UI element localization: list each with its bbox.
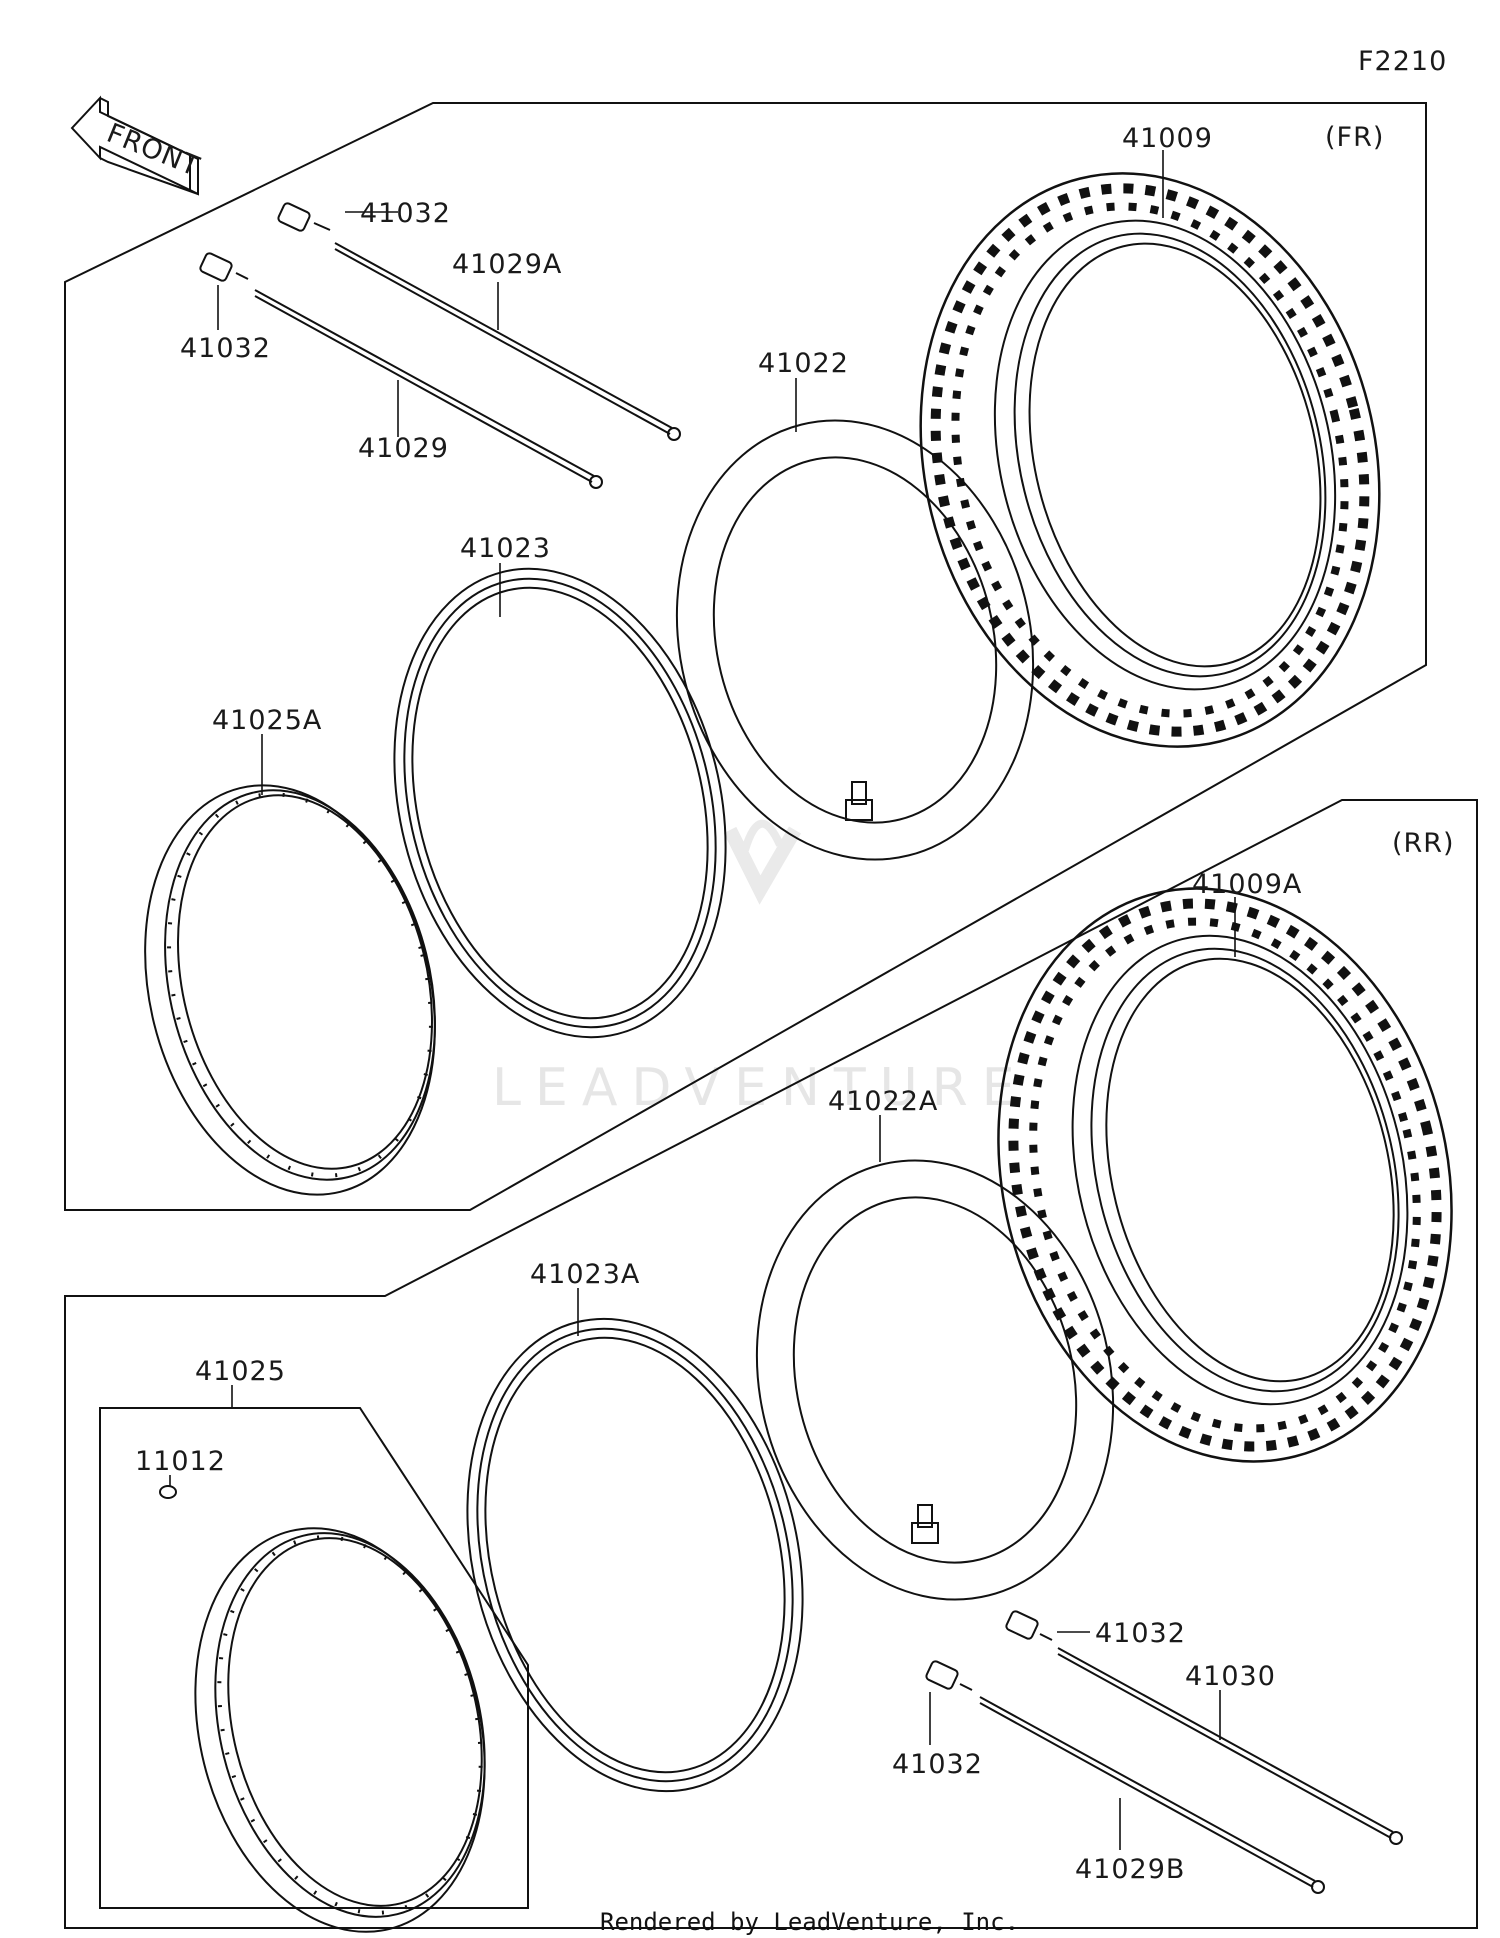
- front-spoke: [254, 289, 603, 489]
- watermark-text: LEADVENTURE: [492, 1058, 1029, 1118]
- front-section-tag: (FR): [1325, 122, 1384, 153]
- rear-tire: [997, 887, 1453, 1463]
- rear-nipple-bottom-number: 41032: [892, 1749, 983, 1780]
- rear-rim-plug-number: 11012: [135, 1446, 226, 1477]
- rear-rim-band: [466, 1317, 804, 1793]
- rear-section-tag: (RR): [1392, 828, 1455, 859]
- rear-nipple-bottom: [925, 1660, 973, 1691]
- front-leader-lines: [217, 150, 1164, 795]
- rear-rim-subframe: [99, 1407, 529, 1909]
- rear-tube: [755, 1159, 1115, 1601]
- rear-spoke-b-number: 41029B: [1075, 1854, 1185, 1885]
- front-nipple-left-number: 41032: [180, 333, 271, 364]
- footer-credit: Rendered by LeadVenture, Inc.: [600, 1908, 1019, 1936]
- front-rim-number: 41025A: [212, 705, 322, 736]
- rear-spoke-number: 41030: [1185, 1661, 1276, 1692]
- front-rim: [144, 784, 436, 1196]
- rear-rim-band-number: 41023A: [530, 1259, 640, 1290]
- watermark: LEADVENTURE: [492, 819, 1029, 1118]
- front-nipple-top: [277, 202, 331, 232]
- front-tire: [919, 172, 1381, 748]
- front-spoke-a-number: 41029A: [452, 249, 562, 280]
- rear-leader-lines: [169, 897, 1236, 1850]
- rear-section-frame: [64, 799, 1478, 1929]
- front-arrow-icon: FRONT: [70, 95, 204, 196]
- front-tube-number: 41022: [758, 348, 849, 379]
- front-spoke-a: [334, 242, 681, 441]
- diagram-code: F2210: [1358, 46, 1447, 77]
- rear-nipple-top-number: 41032: [1095, 1618, 1186, 1649]
- rear-rim-plug: [159, 1485, 177, 1499]
- front-spoke-number: 41029: [358, 433, 449, 464]
- front-tire-number: 41009: [1122, 123, 1213, 154]
- rear-nipple-top: [1005, 1610, 1053, 1641]
- front-section-frame: [64, 102, 1427, 1211]
- rear-rim: [194, 1527, 486, 1933]
- front-rim-band: [393, 567, 727, 1039]
- rear-rim-number: 41025: [195, 1356, 286, 1387]
- front-rim-band-number: 41023: [460, 533, 551, 564]
- front-tube: [675, 419, 1035, 861]
- rear-tube-number: 41022A: [828, 1086, 938, 1117]
- rear-spoke: [1057, 1647, 1403, 1845]
- front-nipple-top-number: 41032: [360, 198, 451, 229]
- rear-tire-number: 41009A: [1192, 869, 1302, 900]
- rear-spoke-b: [979, 1696, 1325, 1894]
- front-nipple-left: [199, 252, 249, 282]
